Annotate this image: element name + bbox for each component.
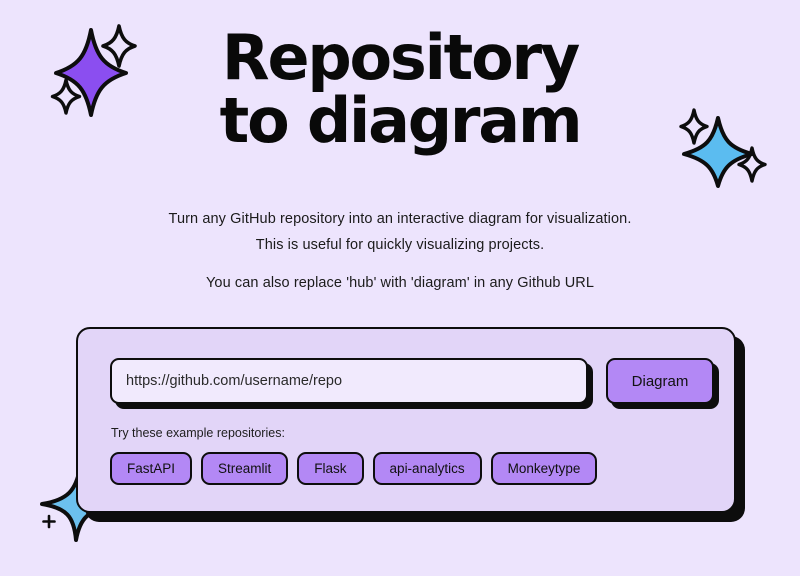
input-row: Diagram: [110, 358, 714, 404]
example-chip-monkeytype[interactable]: Monkeytype: [490, 452, 598, 485]
subtitle-line-3: You can also replace 'hub' with 'diagram…: [205, 275, 595, 291]
example-chip-fastapi[interactable]: FastAPI: [110, 452, 193, 485]
repo-input-card: Diagram Try these example repositories: …: [76, 327, 736, 513]
page-title-line-1: Repository to: [219, 21, 581, 158]
subtitle-section: Turn any GitHub repository into an inter…: [0, 206, 800, 296]
example-repository-chips: FastAPI Streamlit Flask api-analytics Mo…: [110, 452, 598, 485]
hero-section: Repository to diagram: [0, 26, 800, 153]
example-chip-api-analytics[interactable]: api-analytics: [372, 452, 482, 485]
examples-label: Try these example repositories:: [111, 426, 285, 440]
page-title-line-2: diagram: [306, 84, 583, 158]
repository-url-input[interactable]: [110, 358, 588, 404]
example-chip-flask[interactable]: Flask: [297, 452, 364, 485]
page-title: Repository to diagram: [185, 26, 615, 153]
example-chip-streamlit[interactable]: Streamlit: [201, 452, 289, 485]
diagram-submit-button[interactable]: Diagram: [606, 358, 714, 404]
subtitle-line-1: Turn any GitHub repository into an inter…: [168, 211, 632, 227]
subtitle-line-2: This is useful for quickly visualizing p…: [255, 237, 545, 253]
